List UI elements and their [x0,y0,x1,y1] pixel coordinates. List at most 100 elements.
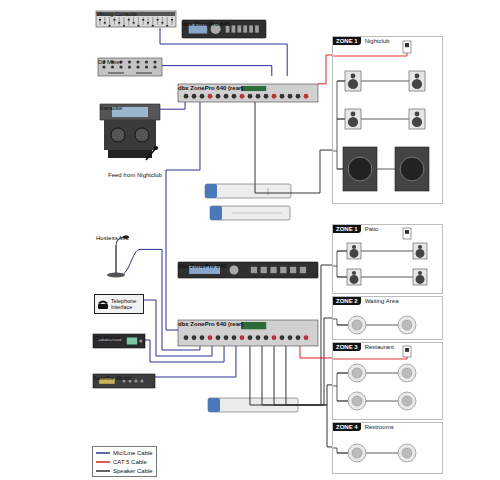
zone-heading: ZONE 2Waiting Area [333,297,442,305]
device-label: dbx ZonePro 640 [182,21,230,28]
ceiling-speaker [348,392,366,410]
handheld-mic-head [154,146,158,150]
console-fader [167,17,168,25]
legend-sample [96,459,110,465]
rack-button [261,267,267,273]
rear-connector [256,94,261,99]
satellite-receiver: Satellite Music [93,366,155,388]
console-fader [172,17,173,25]
console-fader [119,17,120,25]
ceiling-speaker [398,316,416,334]
cable-label: Feed from Nightclub [107,172,163,179]
zone-panel: ZONE 2Waiting Area [332,296,443,340]
cd-body [93,334,145,348]
rear-connector [288,335,293,340]
rear-connector [184,94,189,99]
device-label: dbx ZonePro 640 (rear) [178,321,243,328]
speaker-cabinet [345,71,361,91]
mixer-knob [128,65,131,68]
rack-front [182,20,266,38]
ceiling-speaker-cone [352,320,362,330]
rear-connector [208,335,213,340]
cat5-wire [333,357,407,359]
receiver-button [141,380,144,383]
rear-connector [296,335,301,340]
amplifier [210,206,290,220]
legend-line-sample [96,461,110,463]
zone-number: ZONE 4 [333,423,361,431]
device-caption: Telephone Interface [111,298,141,310]
speaker-wire [337,373,398,374]
zone-heading: ZONE 3Restaurant [333,343,442,351]
speaker-tweeter [418,271,422,275]
ceiling-speaker-cone [402,396,412,406]
speaker-cabinet [347,269,361,285]
mixer-knob [145,65,148,68]
console-fader [152,17,153,25]
rack-button [290,267,296,273]
wall-control-plate [403,41,411,53]
rear-connector [184,335,189,340]
rear-connector [208,94,213,99]
ceiling-speaker [398,444,416,462]
rack-front [178,262,318,278]
telephone-icon [97,299,109,309]
console-fader [128,17,129,25]
console-knob [147,22,149,24]
cable-connector [155,346,236,377]
console-knob [99,19,101,21]
device-label: Mixing Console [96,11,137,18]
speaker-wire [333,319,337,320]
karaoke-speaker [111,128,125,142]
rear-connector [288,94,293,99]
subwoofer-cone [400,157,424,181]
speaker-wire [337,401,398,402]
device-label: CD Player [93,335,120,342]
zone-illustration [333,37,444,203]
speaker-woofer [412,117,422,127]
speaker-cabinet [347,243,361,259]
mic-pole [115,246,117,275]
telephone-handset [98,301,108,305]
wall-control-display [405,348,409,352]
zone-panel: ZONE 1Nightclub [332,36,443,204]
device-label: DJ Mixer [98,59,122,66]
rack-button [232,25,236,32]
device-label: dbx ZonePro 640 [178,263,226,270]
zone-number: ZONE 1 [333,37,361,45]
amplifier-detail [232,213,282,214]
speaker-woofer [348,79,358,89]
console-fader [133,17,134,25]
console-body [96,11,176,27]
rear-connector [280,94,285,99]
subwoofer-cabinet [395,147,429,191]
console-fader [148,17,149,25]
mixing-console: Mixing Console [96,2,176,28]
cable-connector [318,55,332,84]
cable-connector [162,66,272,76]
karaoke-machine: Karaoke [100,96,160,162]
legend-entry: Mic/Line Cable [96,448,153,457]
rack-knob [230,266,239,275]
receiver-button [135,380,138,383]
console-fader [104,17,105,25]
device-label: Hostess Mic [96,235,129,242]
rack-button [237,25,241,32]
zone-illustration [333,343,444,419]
console-knob [104,22,106,24]
receiver-body [93,374,155,388]
rack-button [249,25,253,32]
rear-connector [264,335,269,340]
speaker-wire [337,251,338,277]
console-fader [124,17,125,25]
console-fader [143,17,144,25]
rear-connector [280,335,285,340]
legend-entry: CAT 5 Cable [96,457,153,466]
legend-sample [96,468,110,474]
speaker-tweeter [351,74,356,79]
speaker-cabinet [413,243,427,259]
rack-button [280,267,286,273]
console-knob [171,19,173,21]
device-label: Satellite Music [93,375,132,382]
